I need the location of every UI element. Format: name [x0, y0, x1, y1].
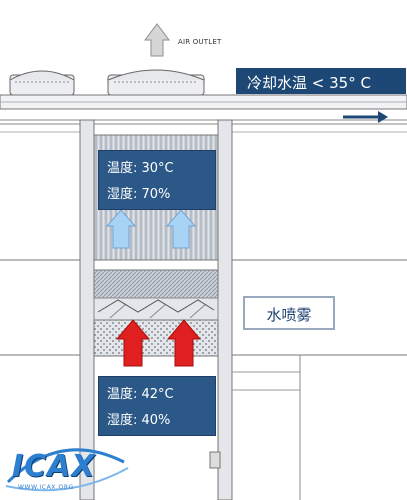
cooling-water-temp-label: 冷却水温 < 35° C: [247, 74, 371, 92]
cool-air-arrows: [105, 209, 197, 249]
icax-logo-url: WWW.ICAX.ORG: [18, 484, 74, 491]
lower-conditions-panel: 温度: 42°C 湿度: 40%: [98, 376, 216, 436]
icax-logo-text: ICAX: [12, 449, 96, 484]
air-outlet-arrow: [144, 23, 170, 57]
upper-conditions-panel: 温度: 30°C 湿度: 70%: [98, 150, 216, 210]
fan-housing-left: [9, 70, 75, 96]
lower-temperature: 温度: 42°C: [107, 387, 174, 402]
logo-swoosh: [5, 448, 129, 492]
water-spray-box: 水喷雾: [243, 296, 335, 330]
spray-section: [93, 269, 219, 357]
upper-humidity: 湿度: 70%: [107, 187, 171, 202]
air-outlet-label: AIR OUTLET: [178, 38, 222, 46]
fan-housing-right: [107, 69, 205, 96]
upper-temperature: 温度: 30°C: [107, 161, 174, 176]
lower-humidity: 湿度: 40%: [107, 413, 171, 428]
water-spray-label: 水喷雾: [266, 306, 312, 324]
inlet-louvres: [93, 356, 221, 500]
top-deck: [0, 94, 407, 133]
cooling-water-temp-box: [236, 68, 406, 94]
structure-lines: [0, 259, 407, 500]
hot-air-arrows: [115, 319, 202, 367]
outflow-arrow: [343, 111, 388, 123]
